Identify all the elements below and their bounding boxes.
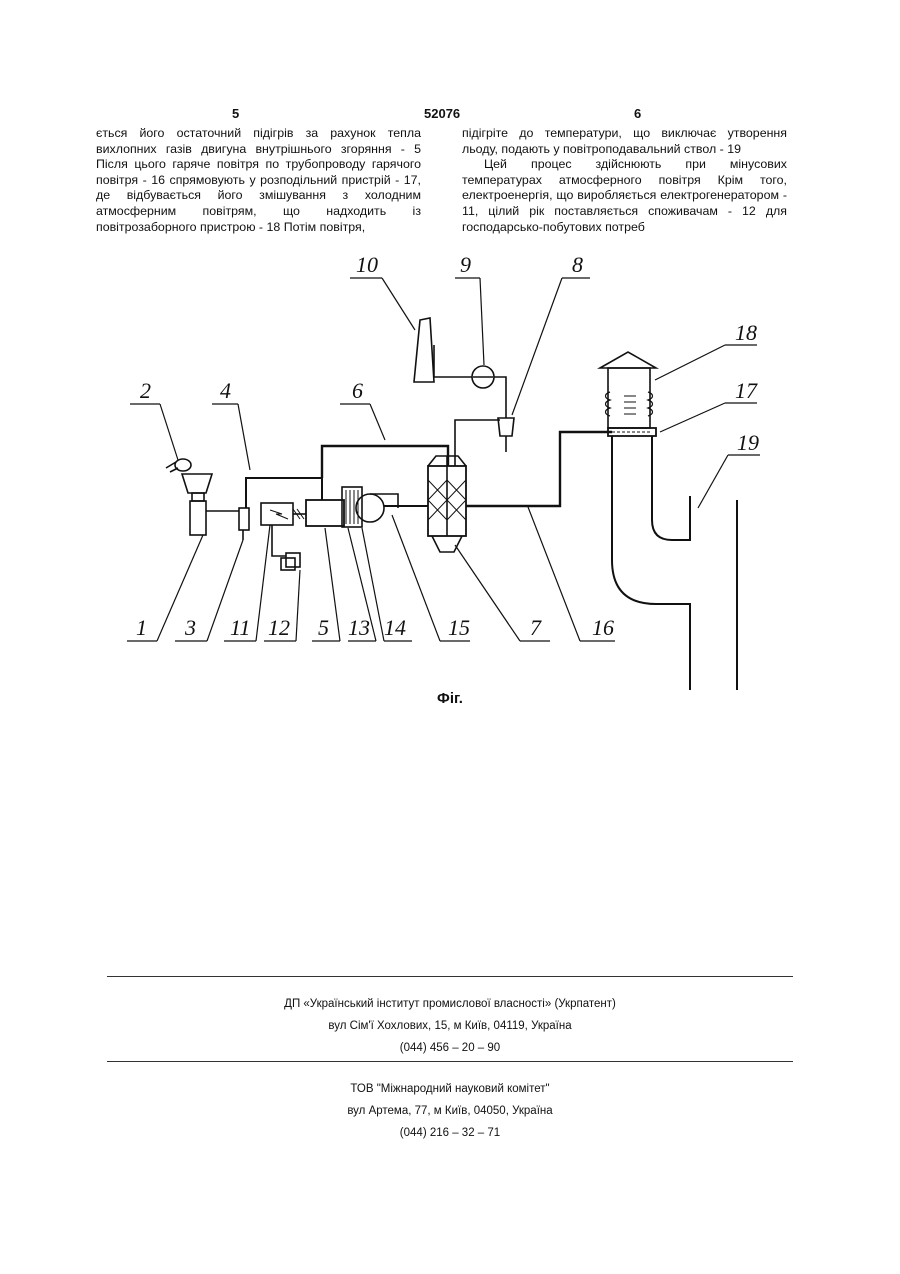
label-16: 16 [592,615,614,640]
fuel-hopper [182,474,212,535]
electric-generator [261,503,306,525]
label-18: 18 [735,320,757,345]
label-15: 15 [448,615,470,640]
label-11: 11 [230,615,250,640]
org2-address: вул Артема, 77, м Київ, 04050, Україна [0,1105,900,1117]
label-12: 12 [268,615,290,640]
label-leaders [127,278,760,641]
air-intake [600,352,656,428]
page-number-right: 6 [634,106,641,121]
left-text-column: ється його остаточний підігрів за рахуно… [96,126,421,235]
org1-address: вул Сім'ї Хохлових, 15, м Київ, 04119, У… [0,1020,900,1032]
gasifier [206,508,249,540]
chimney [414,318,434,382]
consumers [272,525,300,570]
figure-caption: Фіг. [0,690,900,707]
label-10: 10 [356,252,378,277]
label-7: 7 [530,615,542,640]
page-number-left: 5 [232,106,239,121]
distributor [608,428,656,436]
label-13: 13 [348,615,370,640]
footer-divider-middle [107,1061,793,1062]
label-19: 19 [737,430,759,455]
org2-name: ТОВ "Міжнародний науковий комітет" [0,1083,900,1095]
document-number: 52076 [424,106,460,121]
left-paragraph: ється його остаточний підігрів за рахуно… [96,126,421,235]
exhaust-pipe [322,446,448,478]
right-paragraph-1: підігріте до температури, що виключає ут… [462,126,787,157]
fuel-feeder [166,459,191,472]
label-2: 2 [140,378,151,403]
org2-phone: (044) 216 – 32 – 71 [0,1127,900,1139]
label-3: 3 [184,615,196,640]
right-text-column: підігріте до температури, що виключає ут… [462,126,787,235]
label-17: 17 [735,378,758,403]
patent-figure: 2 4 6 10 9 8 18 17 19 1 3 11 12 5 13 14 … [0,240,900,690]
heat-exchanger [342,487,362,527]
footer-divider-top [107,976,793,977]
label-5: 5 [318,615,329,640]
ice-engine [306,500,344,526]
label-9: 9 [460,252,471,277]
label-1: 1 [136,615,147,640]
label-4: 4 [220,378,231,403]
flow-meter [434,345,506,418]
burner [455,418,514,466]
label-6: 6 [352,378,363,403]
air-heater [428,456,466,552]
org1-phone: (044) 456 – 20 – 90 [0,1042,900,1054]
air-shaft [612,436,737,690]
right-paragraph-2: Цей процес здійснюють при мінусових темп… [462,157,787,235]
org1-name: ДП «Український інститут промислової вла… [0,998,900,1010]
hot-air-pipe [466,432,612,506]
label-14: 14 [384,615,406,640]
label-8: 8 [572,252,583,277]
